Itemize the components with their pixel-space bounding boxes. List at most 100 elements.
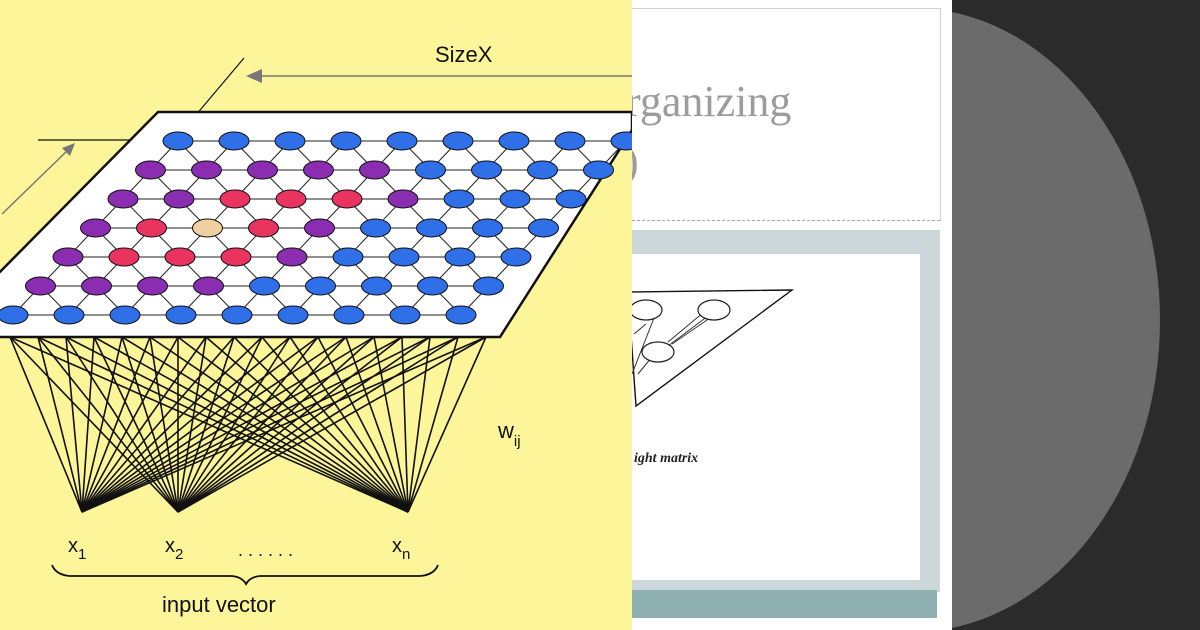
neuron xyxy=(248,218,279,238)
weight-line xyxy=(81,336,375,513)
neuron xyxy=(610,131,632,151)
figure-caption: ight matrix xyxy=(634,451,699,466)
neuron xyxy=(52,247,84,267)
input-x1: x1 xyxy=(68,535,86,563)
neuron xyxy=(416,218,447,238)
decor-shape xyxy=(952,12,1160,628)
neuron xyxy=(555,189,587,209)
weight-line xyxy=(177,336,291,513)
neuron xyxy=(360,218,391,238)
winner-neuron xyxy=(192,218,223,238)
neuron xyxy=(359,160,390,180)
neuron xyxy=(193,276,224,296)
title-divider xyxy=(632,220,940,221)
neuron xyxy=(415,160,446,180)
weight-line xyxy=(37,336,83,513)
neuron xyxy=(361,276,392,296)
size-y-arrow xyxy=(1,143,75,215)
neuron xyxy=(221,305,253,325)
weight-line xyxy=(81,336,403,513)
neuron xyxy=(527,160,558,180)
neuron xyxy=(107,189,139,209)
neuron xyxy=(277,305,309,325)
network-node xyxy=(641,341,675,363)
weight-line xyxy=(65,336,83,513)
weight-line xyxy=(407,336,487,513)
weight-line xyxy=(9,336,179,513)
neuron xyxy=(218,131,250,151)
neuron xyxy=(219,189,251,209)
neuron xyxy=(443,189,475,209)
weight-line xyxy=(289,336,409,513)
neuron xyxy=(331,189,363,209)
neuron xyxy=(386,131,418,151)
input-brace xyxy=(51,564,439,586)
weight-line xyxy=(81,336,179,513)
neuron xyxy=(303,160,334,180)
weight-line xyxy=(65,336,409,513)
weight-line xyxy=(177,336,347,513)
weight-line xyxy=(93,336,179,513)
weight-line xyxy=(177,336,235,513)
weight-line xyxy=(177,336,459,513)
weight-line xyxy=(177,336,487,513)
neuron xyxy=(305,276,336,296)
weight-line xyxy=(149,336,179,513)
neuron xyxy=(164,247,196,267)
weight-line xyxy=(149,336,409,513)
weight-line xyxy=(81,336,151,513)
neuron xyxy=(330,131,362,151)
weight-line xyxy=(81,336,431,513)
decor-panel xyxy=(952,0,1200,630)
weight-line xyxy=(121,336,179,513)
weight-line xyxy=(177,336,431,513)
slide-title-area xyxy=(632,8,941,221)
weight-label: wij xyxy=(497,418,521,450)
neuron xyxy=(332,247,364,267)
neuron xyxy=(276,247,308,267)
neuron xyxy=(165,305,197,325)
network-node xyxy=(632,299,663,321)
slide-title: rganizing xyxy=(632,77,792,126)
weight-line xyxy=(233,336,409,513)
neuron xyxy=(500,247,532,267)
neuron xyxy=(25,276,56,296)
neuron xyxy=(444,247,476,267)
weight-line xyxy=(177,336,207,513)
weight-line xyxy=(81,336,95,513)
weight-line xyxy=(261,336,409,513)
neuron xyxy=(137,276,168,296)
input-ellipsis: . . . . . . xyxy=(238,540,293,560)
neuron xyxy=(135,160,166,180)
input-xn: xn xyxy=(392,535,410,563)
neuron xyxy=(163,189,195,209)
neuron xyxy=(471,160,502,180)
neuron xyxy=(445,305,477,325)
slide-title-cont: ) xyxy=(632,140,639,184)
neuron xyxy=(554,131,586,151)
neuron xyxy=(528,218,559,238)
neuron xyxy=(498,131,530,151)
neuron xyxy=(389,305,421,325)
weight-connections xyxy=(9,336,487,513)
weight-line xyxy=(81,336,263,513)
neuron xyxy=(108,247,140,267)
neuron xyxy=(162,131,194,151)
som-diagram-panel: SizeX wij x1 x2 . . . . . . xn input vec… xyxy=(0,0,632,630)
neuron xyxy=(247,160,278,180)
figure-card xyxy=(632,254,920,580)
input-x2: x2 xyxy=(165,535,183,563)
weight-line xyxy=(93,336,409,513)
som-diagram: SizeX wij x1 x2 . . . . . . xn input vec… xyxy=(0,42,632,617)
weight-line xyxy=(401,336,409,513)
weight-line xyxy=(121,336,409,513)
weight-line xyxy=(345,336,409,513)
slide-panel: rganizing ) ight matrix xyxy=(632,0,952,630)
weight-line xyxy=(177,336,263,513)
size-x-arrow xyxy=(246,69,632,83)
neuron xyxy=(220,247,252,267)
weight-line xyxy=(81,336,123,513)
neuron xyxy=(333,305,365,325)
weight-line xyxy=(205,336,409,513)
weight-line xyxy=(407,336,431,513)
